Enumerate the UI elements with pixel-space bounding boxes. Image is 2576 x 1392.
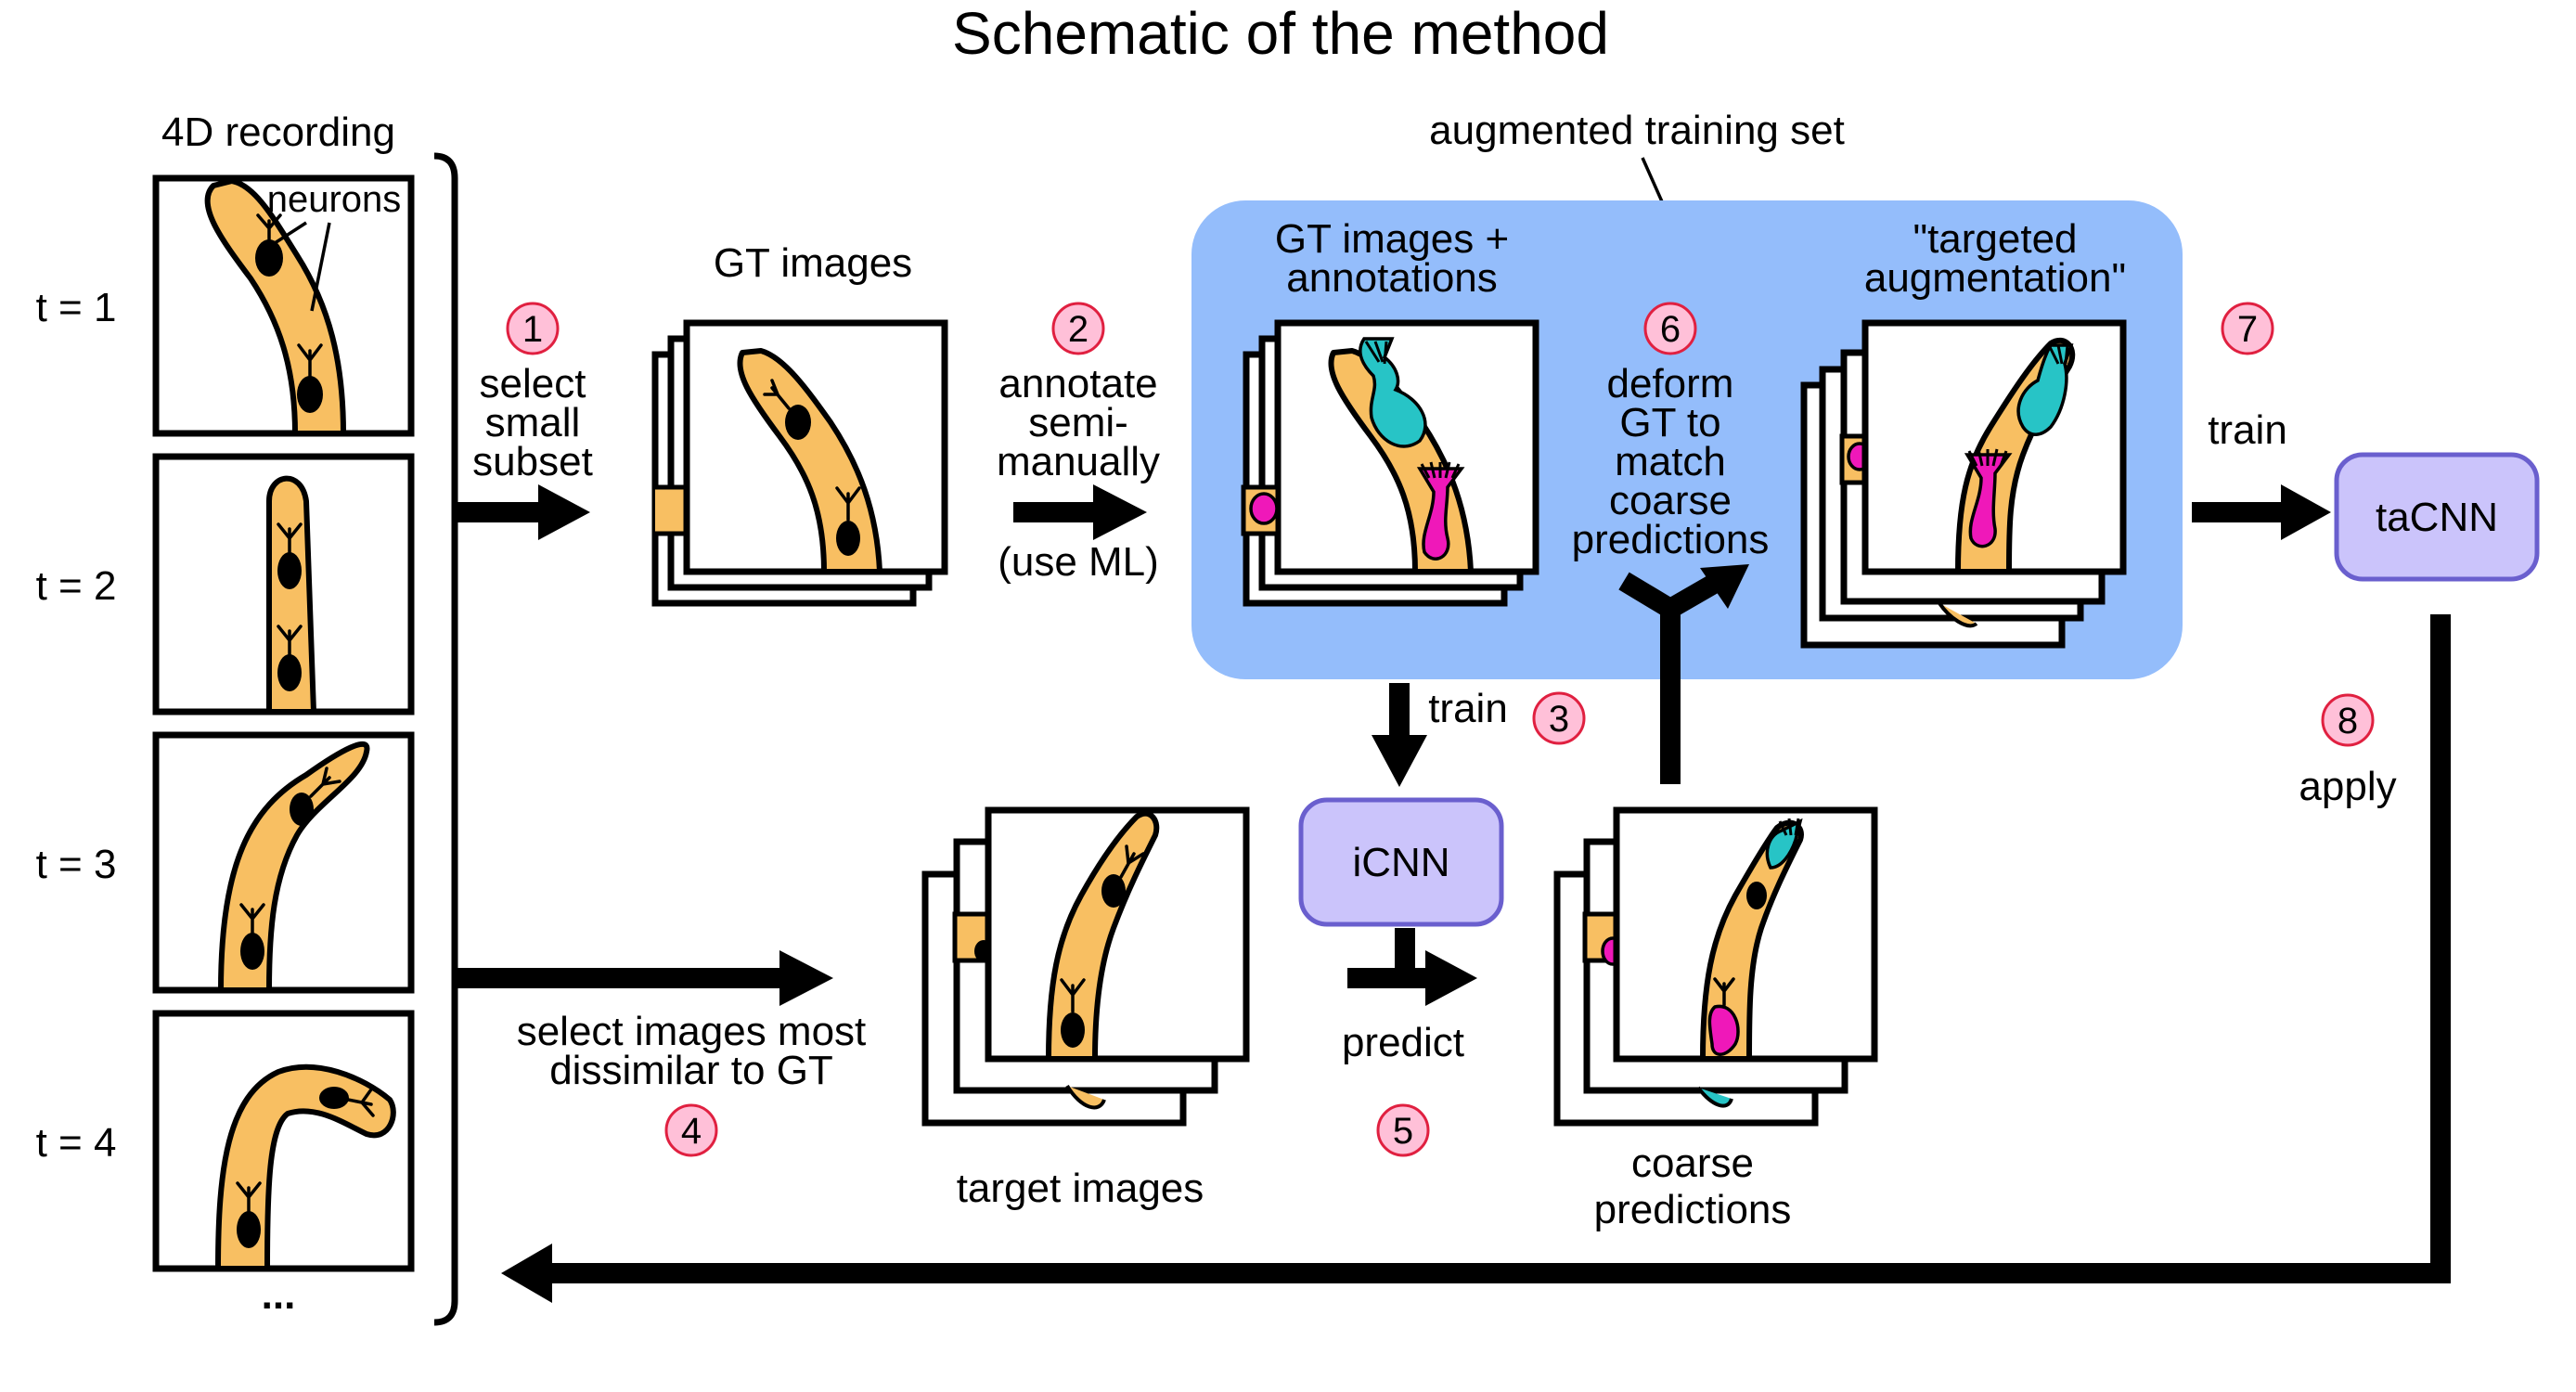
- step-6-line-3: match: [1615, 439, 1726, 484]
- time-label-2: t = 2: [36, 563, 117, 609]
- step-1-line-1: select: [480, 361, 586, 406]
- coarse-predictions-line-1: coarse: [1631, 1141, 1754, 1186]
- step-4-number: 4: [681, 1111, 702, 1152]
- step-6-line-1: deform: [1607, 361, 1734, 406]
- step-6-arrow: [1618, 564, 1749, 784]
- step-7-label: train: [2208, 407, 2287, 453]
- gt-annotations-line-1: GT images +: [1275, 216, 1509, 262]
- time-label-4: t = 4: [36, 1120, 117, 1166]
- step-1-arrow: [457, 484, 590, 540]
- tacnn-box: [2334, 452, 2540, 582]
- gt-annotations-line-2: annotations: [1286, 255, 1498, 301]
- tacnn-label: taCNN: [2376, 495, 2498, 540]
- step-6-line-2: GT to: [1619, 400, 1720, 445]
- time-label-3: t = 3: [36, 842, 117, 887]
- step-7-arrow: [2192, 484, 2331, 540]
- step-2-number: 2: [1068, 309, 1088, 350]
- recording-frame-t4: [152, 1010, 415, 1272]
- step-2-line-3: manually: [997, 439, 1160, 484]
- step-6-line-5: predictions: [1572, 517, 1770, 562]
- step-3-number: 3: [1549, 699, 1569, 740]
- step-2-arrow: [1013, 484, 1147, 540]
- gt-images-label: GT images: [714, 240, 912, 286]
- step-8-label: apply: [2299, 764, 2396, 809]
- recording-frame-t2: [152, 453, 415, 715]
- step-1-line-3: subset: [472, 439, 593, 484]
- step-5-circle: [1376, 1103, 1430, 1157]
- step-1-line-2: small: [485, 400, 581, 445]
- step-6-circle: [1643, 302, 1697, 355]
- step-8-circle: [2321, 693, 2375, 747]
- icnn-box: [1298, 797, 1504, 927]
- step-3-label: train: [1428, 686, 1508, 731]
- step-8-number: 8: [2338, 701, 2358, 741]
- step-5-arrow: [1347, 928, 1477, 1006]
- time-label-1: t = 1: [36, 285, 117, 330]
- step-2-note: (use ML): [998, 539, 1159, 585]
- step-3-arrow: [1372, 683, 1427, 787]
- diagram-title: Schematic of the method: [952, 0, 1609, 67]
- step-2-line-1: annotate: [998, 361, 1157, 406]
- neurons-label: neurons: [267, 179, 402, 220]
- coarse-predictions-stack: [1553, 806, 1878, 1127]
- targeted-aug-line-2: augmentation": [1864, 255, 2126, 301]
- recording-frame-t3: [152, 731, 415, 994]
- step-6-number: 6: [1660, 309, 1681, 350]
- step-7-circle: [2221, 302, 2274, 355]
- augmented-set-label: augmented training set: [1429, 108, 1845, 153]
- gt-annotations-stack: [1241, 319, 1539, 607]
- recording-label: 4D recording: [161, 110, 395, 155]
- targeted-aug-line-1: "targeted: [1913, 216, 2077, 262]
- step-4-circle: [664, 1103, 718, 1157]
- targeted-aug-stack: [1800, 319, 2127, 649]
- step-5-label: predict: [1342, 1020, 1464, 1065]
- step-2-line-2: semi-: [1028, 400, 1128, 445]
- step-4-line-2: dissimilar to GT: [549, 1048, 833, 1093]
- coarse-predictions-line-2: predictions: [1594, 1187, 1792, 1232]
- step-1-circle: [506, 302, 560, 355]
- neurons-callout: neurons: [267, 179, 402, 312]
- step-6-line-4: coarse: [1609, 478, 1732, 523]
- step-7-number: 7: [2237, 309, 2258, 350]
- recording-frame-t1: [152, 174, 415, 437]
- step-5-number: 5: [1393, 1111, 1413, 1152]
- step-4-arrow: [457, 950, 833, 1006]
- target-images-stack: [921, 806, 1250, 1127]
- recording-bracket: [433, 152, 458, 1326]
- recording-ellipsis: ...: [262, 1272, 296, 1318]
- icnn-label: iCNN: [1352, 840, 1449, 885]
- apply-arrow: [501, 614, 2451, 1303]
- step-1-number: 1: [522, 309, 543, 350]
- step-2-circle: [1051, 302, 1105, 355]
- gt-images-stack: [651, 319, 948, 607]
- step-4-line-1: select images most: [517, 1009, 867, 1054]
- target-images-label: target images: [957, 1166, 1204, 1211]
- step-3-circle: [1532, 691, 1586, 745]
